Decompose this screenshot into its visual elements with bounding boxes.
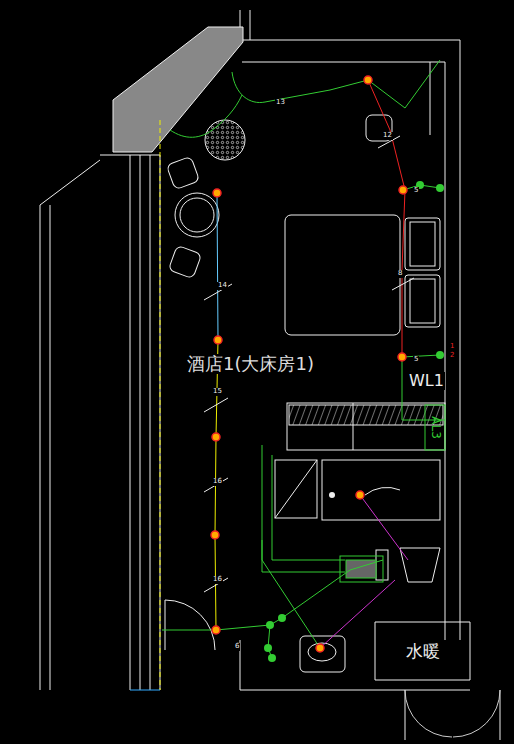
bathroom-walls bbox=[262, 405, 445, 582]
callout-number: 1 bbox=[449, 343, 455, 351]
window-line bbox=[160, 120, 161, 690]
callout-number: 15 bbox=[212, 388, 223, 396]
circuit-label: WL1 bbox=[408, 372, 445, 390]
switches bbox=[264, 181, 444, 662]
callout-number: 2 bbox=[449, 352, 455, 360]
callout-number: 16 bbox=[212, 478, 223, 486]
room-label: 酒店1(大床房1) bbox=[186, 354, 315, 374]
callout-number: 5 bbox=[413, 187, 419, 195]
callout-number: 5 bbox=[413, 356, 419, 364]
callout-number: 14 bbox=[217, 282, 228, 290]
callout-number: 6 bbox=[234, 643, 240, 651]
sill bbox=[130, 690, 160, 691]
service-room: 水暖 bbox=[375, 622, 470, 680]
walls bbox=[40, 10, 500, 740]
wiring bbox=[162, 60, 445, 658]
room-name: 水暖 bbox=[406, 642, 440, 661]
furniture bbox=[165, 115, 445, 672]
callout-number: 8 bbox=[397, 270, 403, 278]
callout-number: 16 bbox=[212, 576, 223, 584]
distribution-panel: AL3 bbox=[425, 405, 445, 450]
panel-name: AL3 bbox=[428, 416, 441, 439]
callout-number: 12 bbox=[382, 132, 393, 140]
callout-number: 13 bbox=[275, 99, 286, 107]
